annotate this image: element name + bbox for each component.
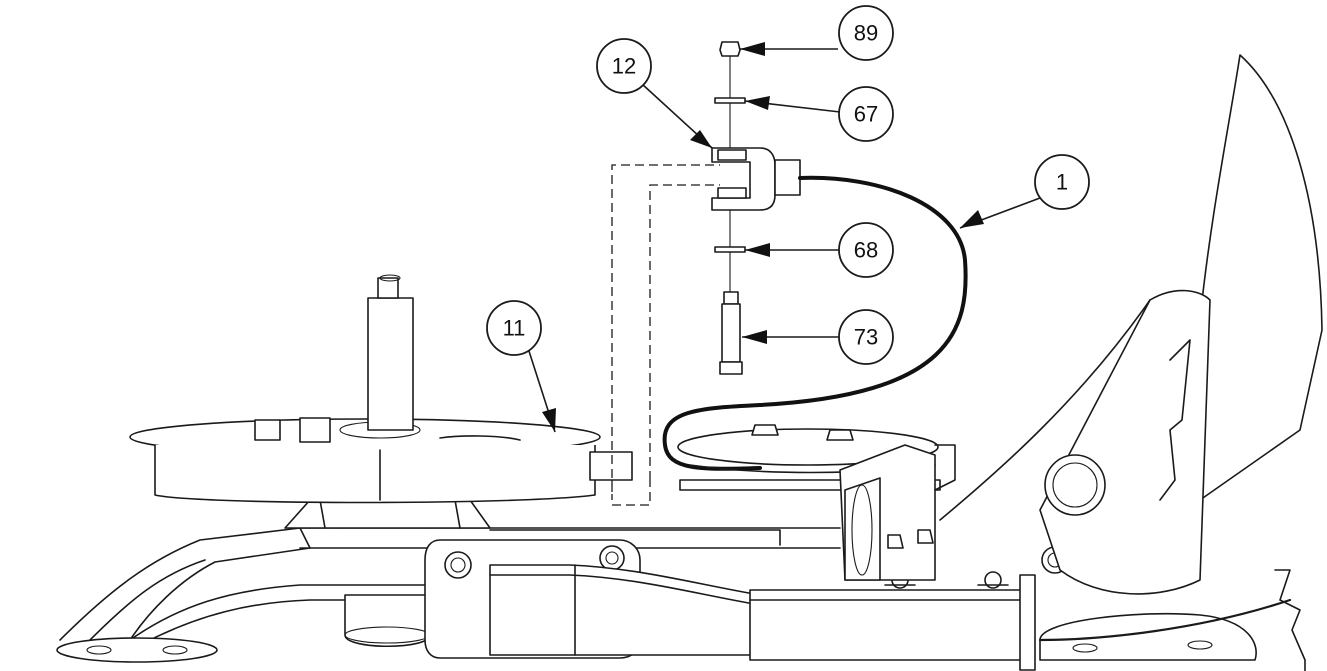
- right-pulley-assembly: [677, 424, 956, 581]
- callout-label: 67: [854, 102, 878, 127]
- callout-label: 68: [854, 238, 878, 263]
- callout-label: 11: [503, 316, 526, 341]
- hardware-stack: [714, 41, 746, 375]
- callout-label: 89: [854, 21, 878, 46]
- callout-89: 89: [740, 5, 894, 61]
- base-frame: [56, 499, 1306, 671]
- right-housing: [939, 54, 1323, 595]
- callout-12: 12: [596, 38, 713, 149]
- callout-68: 68: [745, 222, 894, 278]
- callout-11: 11: [486, 300, 556, 433]
- callout-1: 1: [959, 154, 1090, 229]
- callout-73: 73: [742, 309, 894, 365]
- cable-route-dashed: [611, 164, 720, 506]
- cable-1: [662, 175, 968, 471]
- callout-label: 73: [854, 325, 878, 350]
- pulley-plate-11: [129, 274, 633, 504]
- callout-67: 67: [744, 86, 894, 142]
- cable-bracket-12: [711, 147, 801, 211]
- callout-label: 1: [1056, 170, 1068, 195]
- callout-label: 12: [612, 54, 636, 79]
